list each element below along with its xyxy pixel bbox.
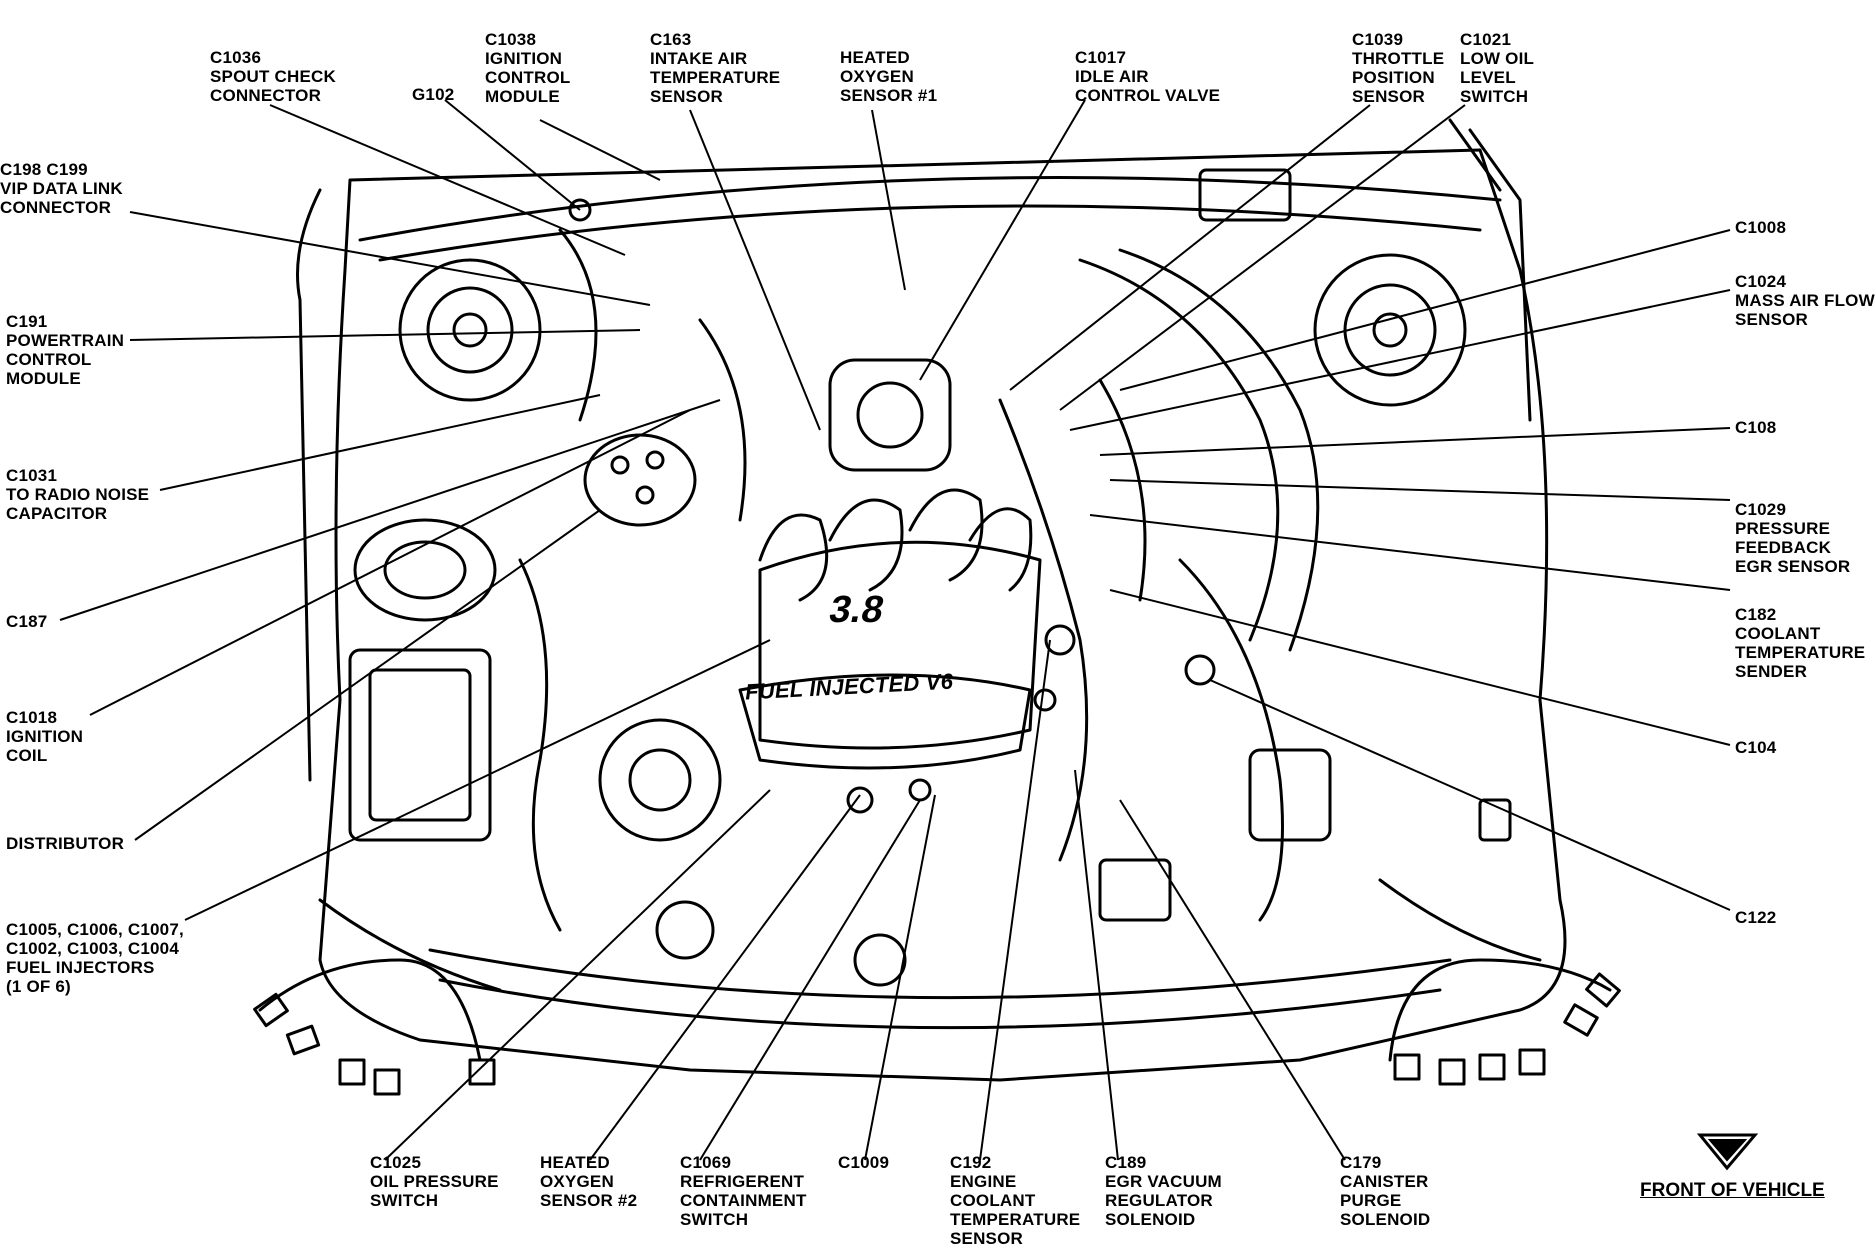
label-g102: G102 [412,85,455,104]
label-c104: C104 [1735,738,1777,757]
label-c108: C108 [1735,418,1777,437]
displacement-text: 3.8 [825,589,888,631]
label-c187: C187 [6,612,48,631]
label-c1009: C1009 [838,1153,890,1172]
label-distributor: DISTRIBUTOR [6,834,125,853]
label-c122: C122 [1735,908,1777,927]
front-of-vehicle-label: FRONT OF VEHICLE [1640,1180,1825,1201]
label-c1008: C1008 [1735,218,1787,237]
